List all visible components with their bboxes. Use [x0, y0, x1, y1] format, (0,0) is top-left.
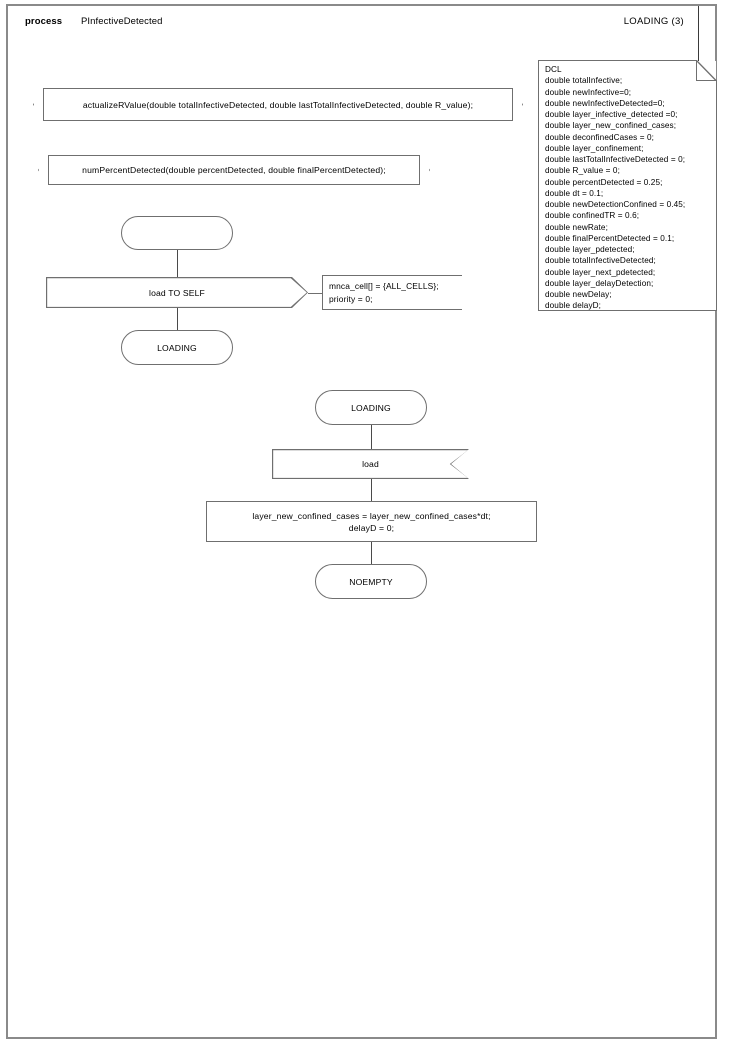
procedure-inner-divider-left	[48, 155, 49, 185]
process-name: PInfectiveDetected	[81, 16, 163, 27]
task-symbol-confined-cases[interactable]: layer_new_confined_cases = layer_new_con…	[206, 501, 537, 542]
state-symbol-noempty[interactable]: NOEMPTY	[315, 564, 427, 599]
procedure-inner-divider-left	[43, 88, 44, 121]
procedure-inner-divider-right	[419, 155, 420, 185]
state-label: NOEMPTY	[349, 576, 393, 587]
procedure-right-point	[419, 155, 430, 185]
flowline-state-to-input	[370, 425, 372, 449]
dcl-text: DCL double totalInfective; double newInf…	[545, 65, 686, 311]
dcl-fold-vertical-edge	[695, 59, 697, 80]
state-label: LOADING	[157, 342, 197, 353]
state-symbol-loading-a[interactable]: LOADING	[121, 330, 233, 365]
flowline-input-to-task	[370, 479, 372, 501]
page-reference: LOADING (3)	[623, 16, 684, 27]
procedure-declaration-numPercentDetected[interactable]: numPercentDetected(double percentDetecte…	[38, 155, 430, 185]
comment-symbol-mnca-cell: mnca_cell[] = {ALL_CELLS}; priority = 0;	[322, 275, 462, 310]
flowline-output-to-state	[176, 308, 178, 330]
state-label: LOADING	[351, 402, 391, 413]
procedure-declaration-actualizeRValue[interactable]: actualizeRValue(double totalInfectiveDet…	[33, 88, 523, 121]
process-keyword: process	[25, 16, 63, 27]
procedure-inner-divider-right	[512, 88, 513, 121]
input-symbol-load[interactable]: load	[272, 449, 469, 479]
dcl-fold-corner-icon	[696, 60, 717, 81]
dcl-declaration-box: DCL double totalInfective; double newInf…	[537, 59, 718, 312]
dcl-fold-horizontal-edge	[695, 79, 717, 81]
output-symbol-load-to-self[interactable]: load TO SELF	[46, 277, 308, 308]
input-shape	[272, 449, 469, 479]
frame-header: process PInfectiveDetected LOADING (3)	[18, 14, 708, 30]
procedure-body	[43, 88, 513, 121]
dcl-connector-line	[698, 6, 699, 62]
comment-text: mnca_cell[] = {ALL_CELLS}; priority = 0;	[329, 281, 439, 304]
output-shape	[46, 277, 308, 308]
dcl-right-edge	[716, 80, 718, 312]
procedure-body	[48, 155, 420, 185]
start-symbol[interactable]	[121, 216, 233, 250]
flowline-start-to-output	[176, 250, 178, 277]
comment-leader-line	[308, 292, 322, 294]
task-text: layer_new_confined_cases = layer_new_con…	[252, 510, 491, 533]
start-label	[122, 217, 232, 249]
state-symbol-loading-b[interactable]: LOADING	[315, 390, 427, 425]
dcl-fold-top-edge	[537, 59, 696, 61]
procedure-right-point	[512, 88, 523, 121]
flowline-task-to-state	[370, 542, 372, 564]
